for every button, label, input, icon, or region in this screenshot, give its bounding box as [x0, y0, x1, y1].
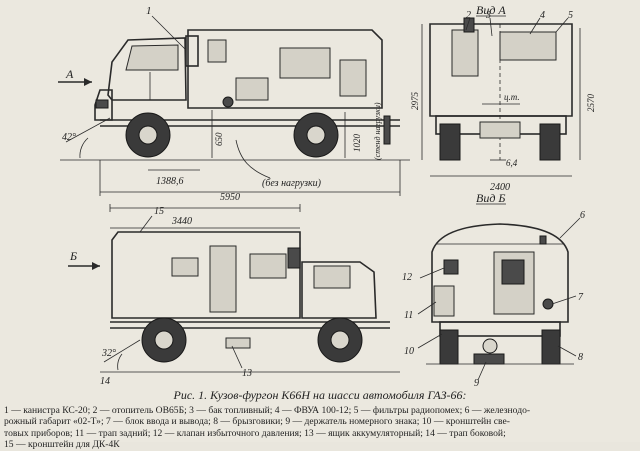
callout-2: 2 [466, 10, 471, 21]
legend-line: товых приборов; 11 — трап задний; 12 — к… [4, 427, 506, 439]
callout-3: 3 [485, 10, 491, 21]
dim-650: 650 [214, 132, 224, 146]
callout-10: 10 [404, 346, 414, 357]
callout-12: 12 [402, 272, 412, 283]
figure-caption-title: Рис. 1. Кузов-фургон К66Н на шасси автом… [173, 388, 467, 402]
dim-6-4: 6,4 [506, 158, 518, 168]
view-b-label: Вид Б [476, 191, 505, 205]
legend-line: 1 — канистра КС-20; 2 — отопитель ОВ65Б;… [4, 405, 531, 416]
angle-label-top: 42° [62, 132, 76, 143]
callout-1: 1 [146, 5, 152, 17]
dim-2570: 2570 [586, 94, 596, 113]
view-b: Вид Б 6 7 8 12 11 10 9 [402, 191, 585, 389]
dim-2975: 2975 [410, 92, 420, 111]
dim-1020: 1020 [352, 134, 362, 153]
callout-7: 7 [578, 292, 584, 303]
dim-1388: 1388,6 [156, 176, 184, 187]
callout-5: 5 [568, 10, 573, 21]
view-a: Вид А 2 3 4 5 ц.т. 6,4 2400 2975 2570 [410, 3, 596, 193]
callout-14: 14 [100, 376, 110, 387]
cg-label: ц.т. [504, 92, 520, 102]
arrow-label-a: А [65, 67, 74, 81]
dim-3440: 3440 [171, 216, 192, 227]
legend-line: 15 — кронштейн для ДК-4К [4, 439, 120, 451]
side-view-top: А 42° 1388,6 5950 (без нагрузки) 650 102… [58, 5, 410, 203]
figure-legend: 1 — канистра КС-20; 2 — отопитель ОВ65Б;… [4, 405, 636, 451]
callout-13: 13 [242, 368, 252, 379]
legend-line: рожный габарит «02-Т»; 7 — блок ввода и … [4, 416, 510, 428]
callout-11: 11 [404, 310, 413, 321]
view-a-label: Вид А [476, 3, 506, 17]
dim-5950: 5950 [220, 192, 240, 203]
callout-8: 8 [578, 352, 583, 363]
side-view-bottom: 3440 15 Б 32° 13 14 [68, 204, 400, 387]
no-load-label: (без нагрузки) [262, 178, 322, 189]
arrow-label-b: Б [69, 249, 77, 263]
angle-label-bottom: 32° [101, 348, 116, 359]
dim-1020-note: (стенд нагрузки) [373, 102, 382, 160]
dim-2400: 2400 [490, 182, 510, 193]
callout-6: 6 [580, 210, 585, 221]
callout-4: 4 [540, 10, 545, 21]
callout-15: 15 [154, 206, 164, 217]
callout-9: 9 [474, 378, 479, 389]
